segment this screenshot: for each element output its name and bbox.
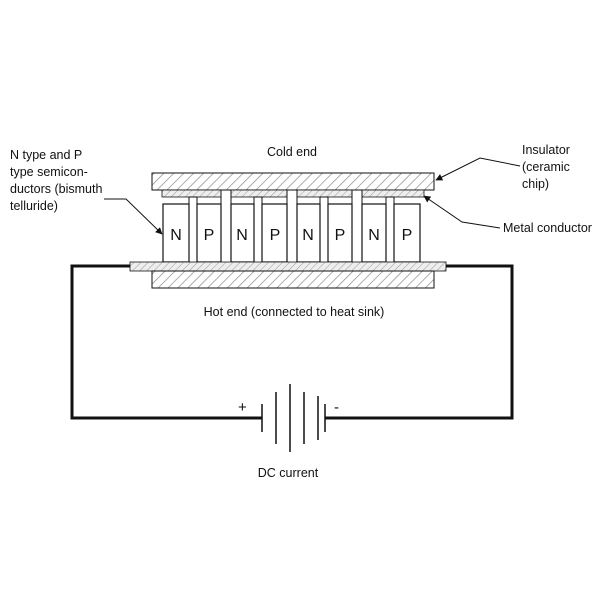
semiconductor-pellet: N <box>230 203 255 263</box>
semiconductor-label: P <box>335 227 346 244</box>
minus-sign: - <box>334 399 339 416</box>
semiconductor-label-line: telluride) <box>10 199 58 213</box>
semiconductor-pellet: N <box>296 203 321 263</box>
insulator-label-line: Insulator <box>522 143 570 157</box>
semiconductor-label: P <box>204 227 215 244</box>
semiconductor-pellet: P <box>196 203 222 263</box>
plus-sign: + <box>238 399 247 416</box>
semiconductor-pellet: N <box>361 203 387 263</box>
semiconductor-label-line: N type and P <box>10 148 82 162</box>
semiconductor-label: P <box>402 227 413 244</box>
insulator-label-line: chip) <box>522 177 549 191</box>
semiconductor-pellet: P <box>327 203 353 263</box>
semiconductor-label: N <box>236 227 248 244</box>
semiconductor-label-line: ductors (bismuth <box>10 182 102 196</box>
semiconductor-pellet: N <box>162 203 190 263</box>
hot-metal-conductor <box>129 261 447 272</box>
semiconductor-label: N <box>170 227 182 244</box>
cold-insulator-plate <box>151 172 435 191</box>
hot-insulator-plate <box>151 270 435 289</box>
semiconductor-pellet: P <box>261 203 288 263</box>
dc-current-label: DC current <box>258 466 319 480</box>
semiconductor-label-line: type semicon- <box>10 165 88 179</box>
insulator-description: Insulator (ceramic chip) <box>522 143 570 191</box>
semiconductor-label: P <box>270 227 281 244</box>
semiconductor-label: N <box>302 227 314 244</box>
semiconductor-array: N P N P N P N P <box>162 203 421 263</box>
pointer-lines <box>104 157 521 235</box>
semiconductor-label: N <box>368 227 380 244</box>
semiconductor-pellet: P <box>393 203 421 263</box>
cold-end-label: Cold end <box>267 145 317 159</box>
insulator-label-line: (ceramic <box>522 160 570 174</box>
metal-conductor-label: Metal conductor <box>503 221 592 235</box>
circuit-wire <box>70 264 514 420</box>
hot-end-label: Hot end (connected to heat sink) <box>204 305 385 319</box>
battery <box>261 384 326 452</box>
semiconductor-description: N type and P type semicon- ductors (bism… <box>10 148 102 213</box>
